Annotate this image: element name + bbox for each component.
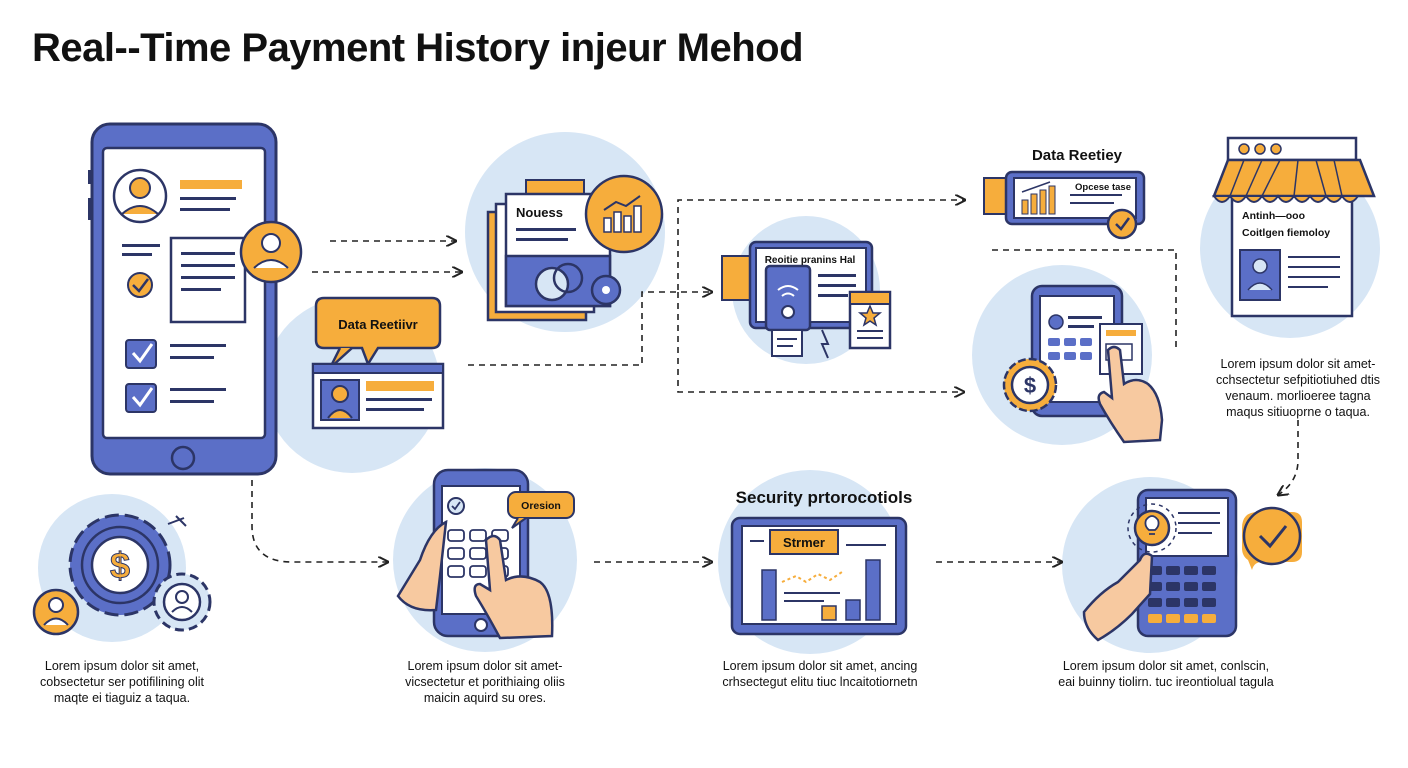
label-data-receiver: Data Reetiivr	[338, 317, 417, 332]
receipt-monitor-illustration	[721, 240, 892, 359]
svg-text:$: $	[110, 545, 130, 586]
calculator-illustration	[1082, 488, 1302, 642]
tablet-payment-illustration: $	[1002, 284, 1164, 444]
svg-text:$: $	[1024, 373, 1036, 398]
label-strmer: Strmer	[783, 535, 825, 550]
data-report-card	[983, 170, 1146, 240]
label-reoitie-pranins: Reoitie pranins Hal	[765, 255, 856, 266]
caption-security: Lorem ipsum dolor sit amet, ancing crhse…	[722, 659, 918, 689]
label-antih-ooo: Antinh—ooo	[1242, 210, 1305, 222]
security-monitor-illustration	[730, 516, 908, 636]
label-data-reetiey: Data Reetiey	[1032, 147, 1123, 164]
label-oresion: Oresion	[521, 500, 561, 512]
phone-tap-illustration	[396, 468, 575, 640]
label-opcese-tase: Opcese tase	[1075, 182, 1131, 193]
label-coitgen-fiemoloy: Coitlgen fiemoloy	[1242, 227, 1330, 239]
data-receiver-card	[311, 296, 445, 430]
storefront-illustration	[1212, 136, 1376, 318]
page-title: Real--Time Payment History injeur Mehod	[32, 26, 804, 70]
caption-calculator: Lorem ipsum dolor sit amet, conlscin, ea…	[1058, 659, 1274, 689]
caption-store: Lorem ipsum dolor sit amet- cchsectetur …	[1216, 357, 1380, 419]
caption-phone-tap: Lorem ipsum dolor sit amet- vicsectetur …	[405, 659, 565, 705]
news-documents-illustration	[486, 174, 664, 322]
connector-arrows	[251, 200, 1299, 562]
label-nouess: Nouess	[516, 205, 563, 220]
caption-gear: Lorem ipsum dolor sit amet, cobsectetur …	[40, 659, 204, 705]
label-security-protocols: Security prtorocotiols	[736, 488, 913, 507]
gear-dollar-illustration: $	[32, 513, 212, 636]
main-phone-illustration	[88, 122, 303, 476]
